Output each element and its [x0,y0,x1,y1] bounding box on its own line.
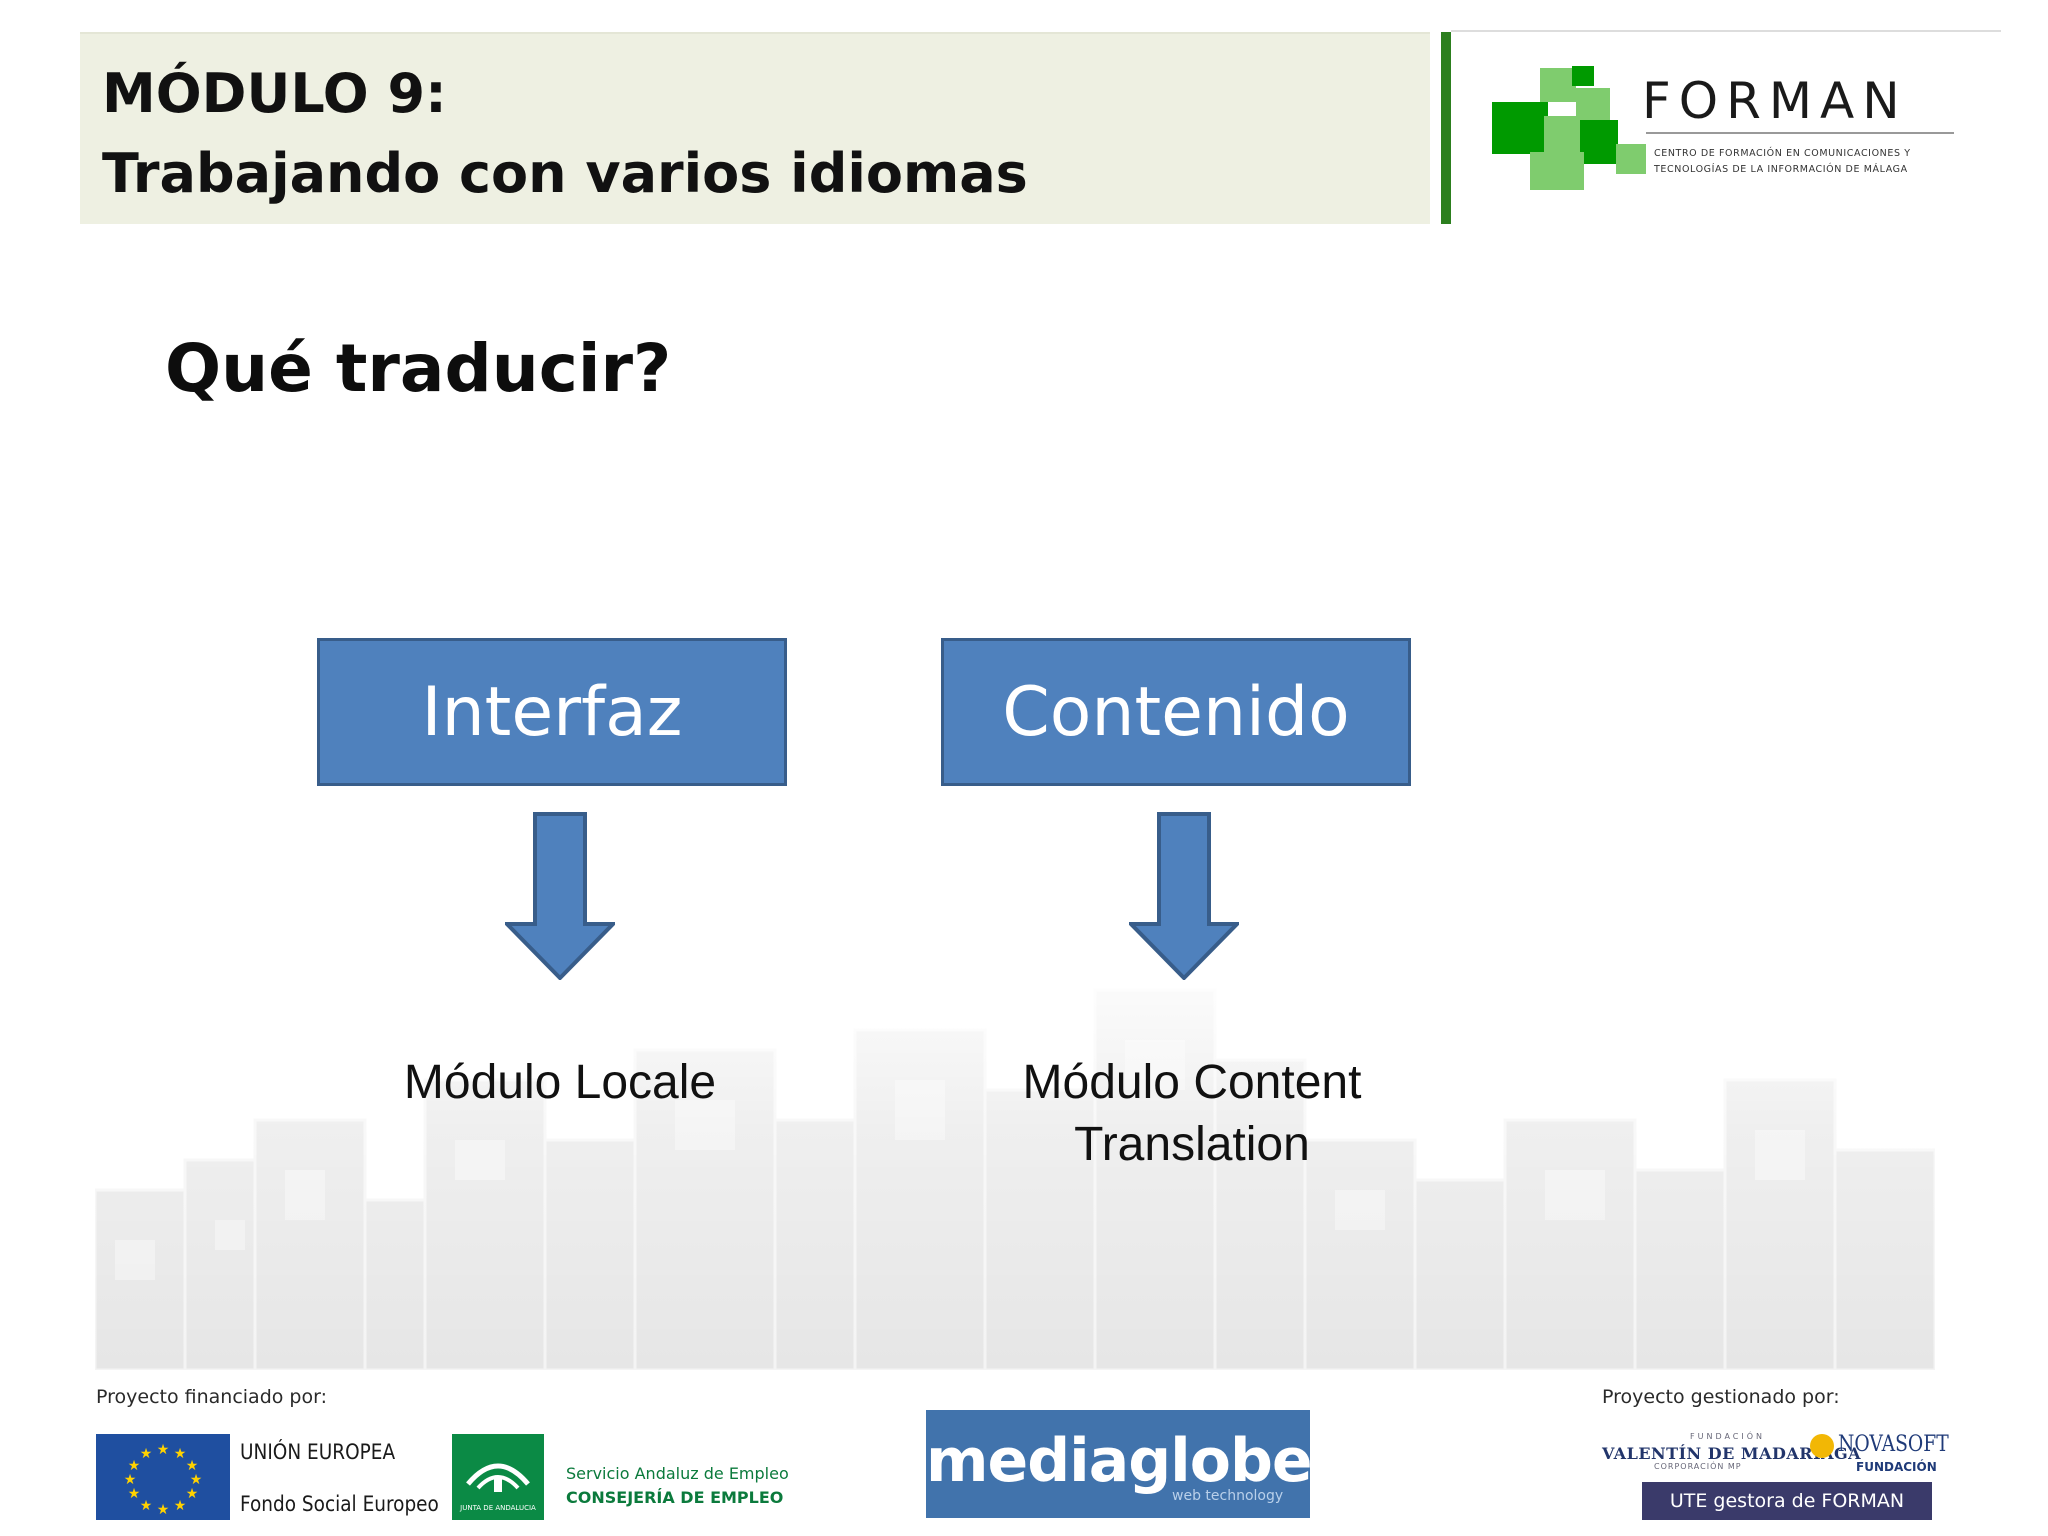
down-arrow-icon [505,812,615,980]
madariaga-sub: CORPORACIÓN MP [1654,1462,1742,1471]
logo-rule [1646,132,1954,134]
eu-line2: Fondo Social Europeo [240,1492,439,1516]
header-topline [1451,30,2001,32]
logo-subtitle-line1: Centro de Formación en Comunicaciones y [1654,148,1911,159]
logo-square [1616,144,1646,174]
module-title: Trabajando con varios idiomas [102,142,1028,205]
mediaglobe-text: mediaglobe [926,1426,1313,1496]
down-arrow-icon [1129,812,1239,980]
module-number: MÓDULO 9: [102,62,447,125]
svg-text:★: ★ [157,1442,170,1458]
skyline-background [95,940,1935,1370]
svg-text:★: ★ [128,1486,141,1502]
logo-subtitle: Centro de Formación en Comunicaciones y … [1654,146,1954,178]
forman-logo: FORMAN Centro de Formación en Comunicaci… [1490,66,1970,196]
logo-square [1580,120,1618,164]
novasoft-sub: FUNDACIÓN [1856,1460,1937,1474]
madariaga-top: FUNDACIÓN [1690,1432,1766,1441]
svg-text:★: ★ [157,1502,170,1518]
header-band: MÓDULO 9: Trabajando con varios idiomas [80,32,1430,224]
caption-modulo-locale: Módulo Locale [403,1056,717,1109]
interfaz-box: Interfaz [317,638,787,786]
managed-label: Proyecto gestionado por: [1602,1386,1840,1408]
logo-subtitle-line2: Tecnologías de la Información de Málaga [1654,164,1908,175]
financed-label: Proyecto financiado por: [96,1386,327,1408]
mediaglobe-sub: web technology [1172,1488,1284,1504]
caption-line2: Translation [1074,1118,1310,1171]
logo-square [1492,102,1548,154]
svg-text:★: ★ [190,1472,203,1488]
logo-square [1530,152,1584,190]
logo-square [1576,88,1610,122]
svg-text:★: ★ [140,1498,153,1514]
slide-heading: Qué traducir? [165,330,672,407]
header-title: MÓDULO 9: Trabajando con varios idiomas [102,54,1028,214]
logo-square [1544,116,1580,154]
svg-text:★: ★ [174,1498,187,1514]
logo-name: FORMAN [1642,72,1908,130]
svg-text:★: ★ [174,1446,187,1462]
svg-text:JUNTA DE ANDALUCIA: JUNTA DE ANDALUCIA [459,1504,536,1512]
caption-content-translation: Módulo Content Translation [952,1052,1432,1176]
caption-line1: Módulo Content [1022,1056,1362,1109]
madariaga-logo: VALENTÍN DE MADARIAGA [1602,1444,1862,1463]
novasoft-logo: NOVASOFT [1838,1432,1949,1457]
mediaglobe-logo: mediaglobe web technology [926,1410,1313,1518]
header-divider [1441,32,1451,224]
contenido-box: Contenido [941,638,1411,786]
junta-andalucia-logo: JUNTA DE ANDALUCIA [452,1434,544,1520]
svg-text:★: ★ [124,1472,137,1488]
svg-text:★: ★ [186,1486,199,1502]
ute-bar: UTE gestora de FORMAN [1642,1482,1932,1520]
junta-line1: Servicio Andaluz de Empleo [566,1464,789,1483]
svg-text:★: ★ [186,1458,199,1474]
eu-flag-icon: ★★★ ★★★ ★★★ ★★★ [96,1434,230,1520]
svg-text:★: ★ [128,1458,141,1474]
logo-square [1540,68,1576,102]
novasoft-icon [1810,1434,1834,1458]
junta-line2: CONSEJERÍA DE EMPLEO [566,1488,784,1507]
logo-square [1572,66,1594,86]
svg-text:★: ★ [140,1446,153,1462]
eu-line1: UNIÓN EUROPEA [240,1440,396,1464]
